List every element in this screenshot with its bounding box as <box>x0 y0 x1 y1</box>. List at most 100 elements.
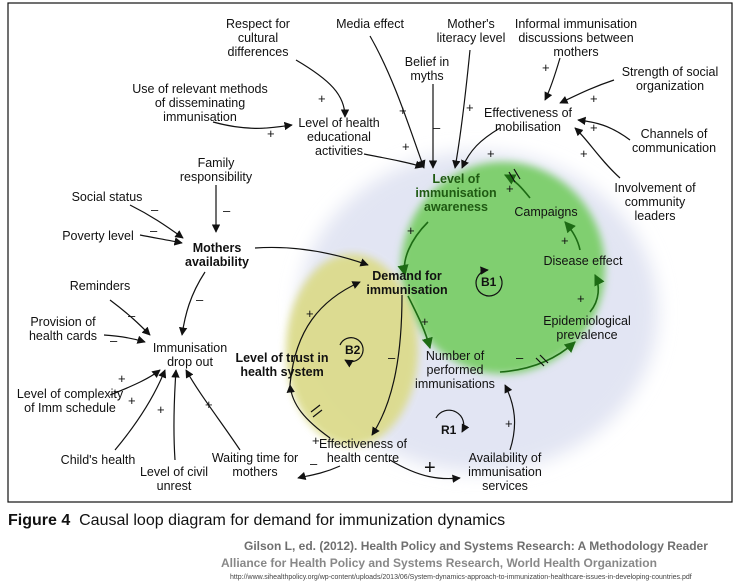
node-waiting-line: Waiting time for <box>212 451 298 465</box>
edge-channels-to-mobilisation <box>577 116 631 141</box>
sign-reminders: – <box>128 308 136 323</box>
sign-awareness-demand: + <box>407 223 415 238</box>
node-involvement-line: leaders <box>635 209 676 223</box>
node-respect-line: Respect for <box>226 17 290 31</box>
node-disease-effect-line: Disease effect <box>544 254 624 268</box>
node-family-line: responsibility <box>180 170 253 184</box>
edge-demand-to-effectcentre <box>371 294 403 436</box>
edge-strength-to-mobilisation <box>559 79 615 104</box>
node-poverty: Poverty level <box>62 229 134 243</box>
node-epi-line: Epidemiological <box>543 314 631 328</box>
sign-mobilisation: + <box>487 146 495 161</box>
node-strength-social-line: Strength of social <box>622 65 719 79</box>
delay-mark-effectcentre-trust <box>310 404 323 418</box>
sign-centre-trust: + <box>312 433 320 448</box>
edge-effectcentre-to-availability <box>389 459 461 483</box>
node-provision-line: Provision of <box>30 315 96 329</box>
node-relevant-methods-line: immunisation <box>163 110 237 124</box>
sign-complexity: + <box>118 371 126 386</box>
node-epi-line: prevalence <box>556 328 617 342</box>
edge-media-to-awareness <box>369 35 426 169</box>
loop-b1-label: B1 <box>481 275 497 289</box>
sign-childhealth: + <box>128 393 136 408</box>
edge-childhealth-to-dropout <box>114 369 167 451</box>
sign-demand-performed: + <box>421 314 429 329</box>
sign-healthedu: + <box>402 139 410 154</box>
node-strength-social-line: organization <box>636 79 704 93</box>
node-family-line: Family <box>198 156 236 170</box>
node-social-status-line: Social status <box>72 190 143 204</box>
edge-trust-to-demand <box>289 281 361 386</box>
node-provision-line: health cards <box>29 329 97 343</box>
node-awareness-line: awareness <box>424 200 488 214</box>
node-relevant-methods-line: of disseminating <box>155 96 245 110</box>
sign-waiting: + <box>205 397 213 412</box>
sign-social: – <box>151 202 159 217</box>
node-child-health-line: Child's health <box>61 453 136 467</box>
sign-demand-centre: – <box>388 350 396 365</box>
node-respect-line: cultural <box>238 31 278 45</box>
node-poverty-line: Poverty level <box>62 229 134 243</box>
node-performed-line: immunisations <box>415 377 495 391</box>
loop-r1-arc <box>435 409 470 433</box>
sign-respect: + <box>318 91 326 106</box>
node-waiting-line: mothers <box>232 465 277 479</box>
sign-mothers-dropout: – <box>196 292 204 307</box>
sign-involvement: + <box>580 146 588 161</box>
node-media: Media effect <box>336 17 404 31</box>
edge-involvement-to-mobilisation <box>574 127 621 179</box>
sign-healthcards: – <box>110 333 118 348</box>
node-child-health: Child's health <box>61 453 136 467</box>
node-effect-centre-line: Effectiveness of <box>319 437 408 451</box>
node-channels-line: Channels of <box>641 127 708 141</box>
sign-campaigns-awareness: + <box>506 181 514 196</box>
edges <box>103 35 631 483</box>
edge-complexity-to-dropout <box>109 369 161 396</box>
sign-methods: + <box>267 126 275 141</box>
edge-literacy-to-awareness <box>452 49 471 169</box>
loop-b2-label: B2 <box>345 343 361 357</box>
node-mothers-avail-line: availability <box>185 255 249 269</box>
sign-family: – <box>223 203 231 218</box>
node-effect-mob-line: mobilisation <box>495 120 561 134</box>
node-informal-line: Informal immunisation <box>515 17 637 31</box>
sign-epi-disease: + <box>577 291 585 306</box>
sign-strength: + <box>590 91 598 106</box>
node-mothers-avail-line: Mothers <box>193 241 242 255</box>
edge-effectcentre-to-waiting <box>297 465 341 480</box>
source-url: http://www.sihealthpolicy.org/wp-content… <box>230 574 692 581</box>
node-demand-line: immunisation <box>366 283 447 297</box>
node-availability-line: immunisation <box>468 465 542 479</box>
sign-performed-epi: – <box>516 350 524 365</box>
node-performed-line: performed <box>427 363 484 377</box>
node-informal-line: discussions between <box>518 31 633 45</box>
green-loop-zone <box>401 162 605 374</box>
node-health-edu-line: Level of health <box>298 116 379 130</box>
node-informal-line: mothers <box>553 45 598 59</box>
sign-centre-waiting: – <box>310 456 318 471</box>
node-belief-line: myths <box>410 69 443 83</box>
node-belief-line: Belief in <box>405 55 450 69</box>
node-relevant-methods-line: Use of relevant methods <box>132 82 268 96</box>
source-line-1: Gilson L, ed. (2012). Health Policy and … <box>244 539 708 553</box>
edge-disease-to-campaigns <box>564 221 581 251</box>
edge-unrest-to-dropout <box>171 369 180 461</box>
edge-informal-to-mobilisation <box>544 57 561 101</box>
